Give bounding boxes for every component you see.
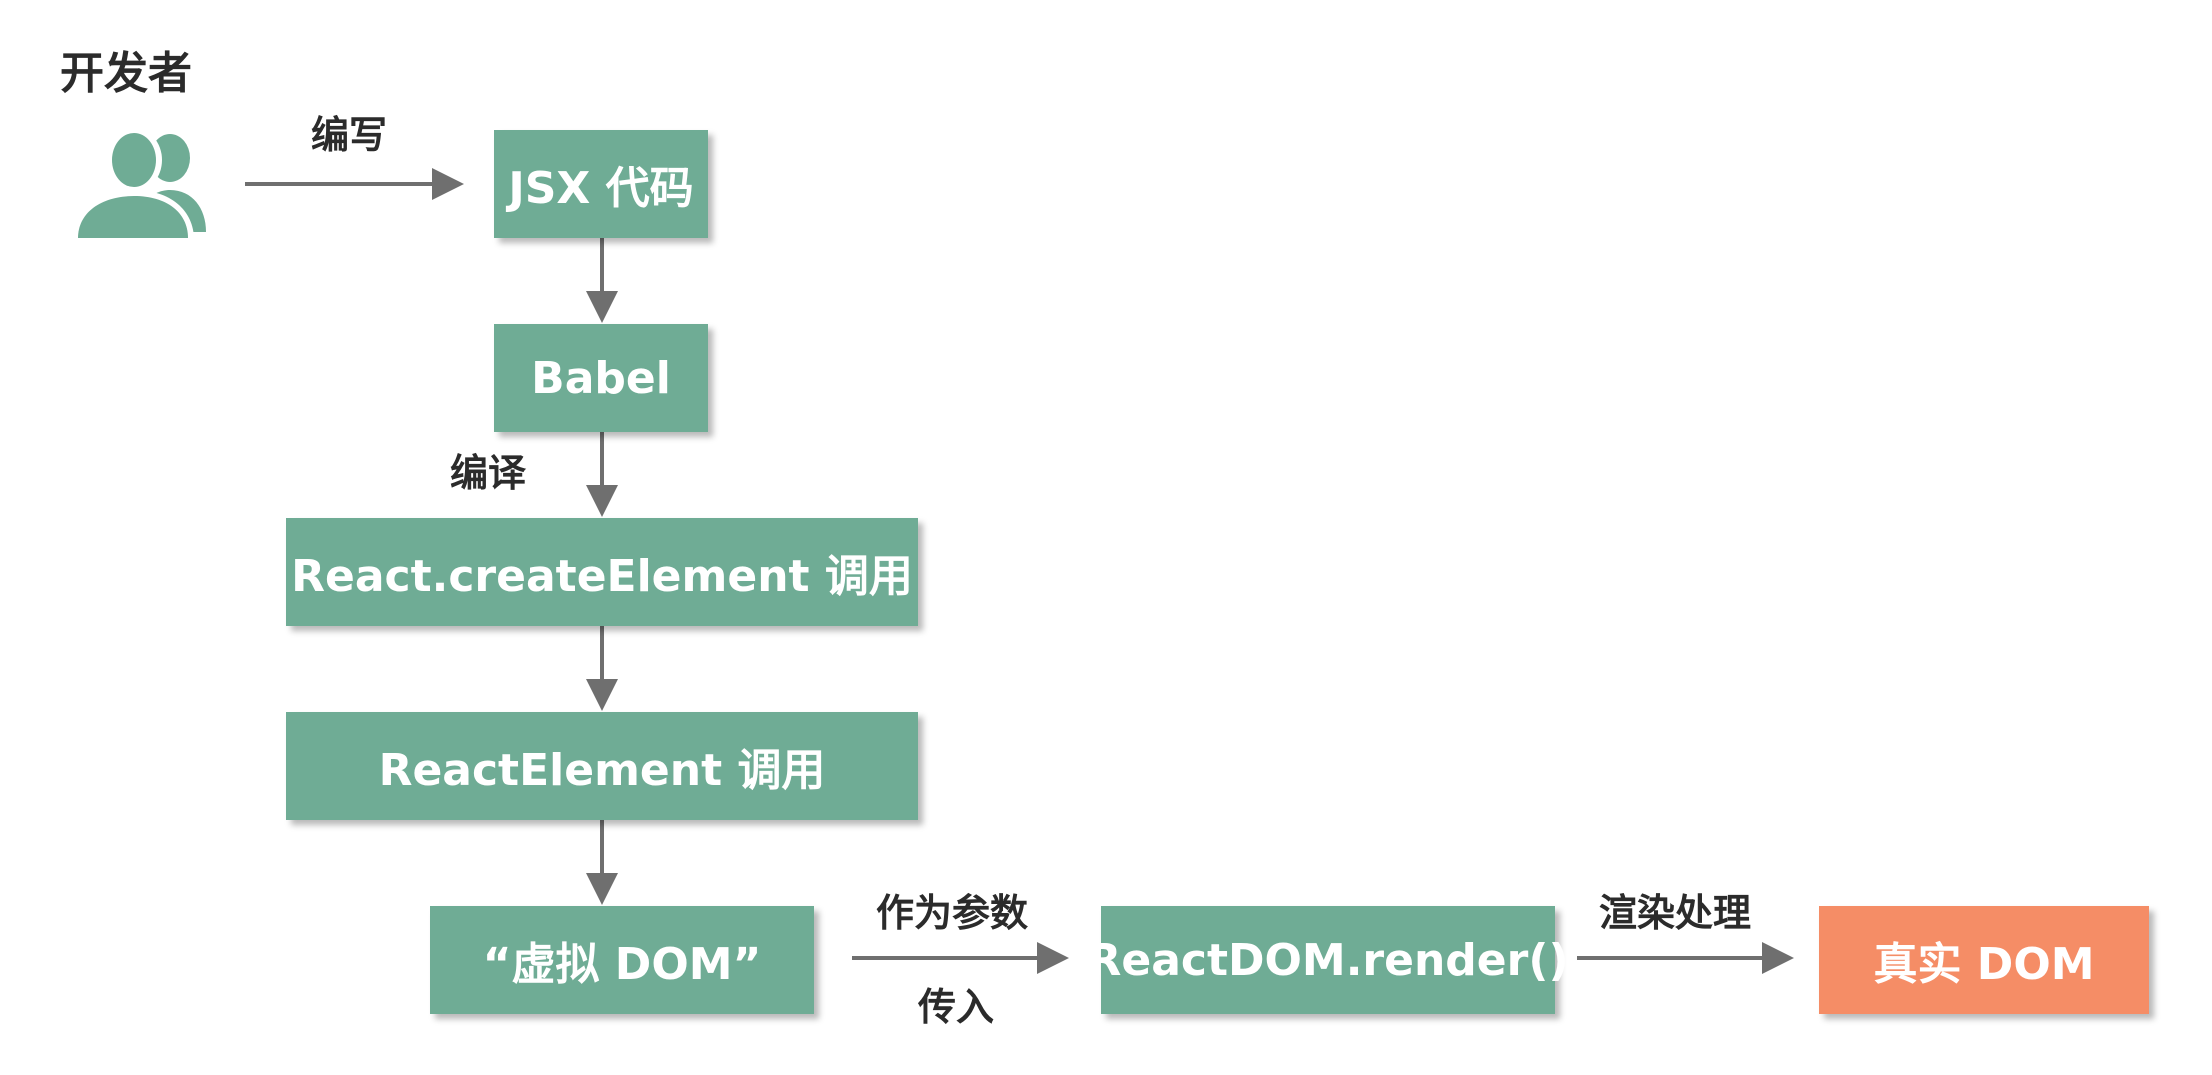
node-create-element: React.createElement 调用 xyxy=(286,518,918,626)
node-reactdom-render: ReactDOM.render() xyxy=(1087,906,1569,1014)
edge-label-write: 编写 xyxy=(311,113,388,157)
edge-label-pass-in: 传入 xyxy=(918,985,995,1029)
edge-label-compile: 编译 xyxy=(450,451,527,495)
users-icon xyxy=(72,128,206,240)
developer-label: 开发者 xyxy=(60,48,192,99)
edge-label-render: 渲染处理 xyxy=(1599,891,1752,935)
node-react-element: ReactElement 调用 xyxy=(286,712,918,820)
node-babel: Babel xyxy=(494,324,708,432)
node-jsx-code: JSX 代码 xyxy=(494,130,708,238)
node-real-dom: 真实 DOM xyxy=(1819,906,2149,1014)
edge-label-pass-as-param: 作为参数 xyxy=(876,891,1029,935)
node-virtual-dom: “虚拟 DOM” xyxy=(430,906,814,1014)
